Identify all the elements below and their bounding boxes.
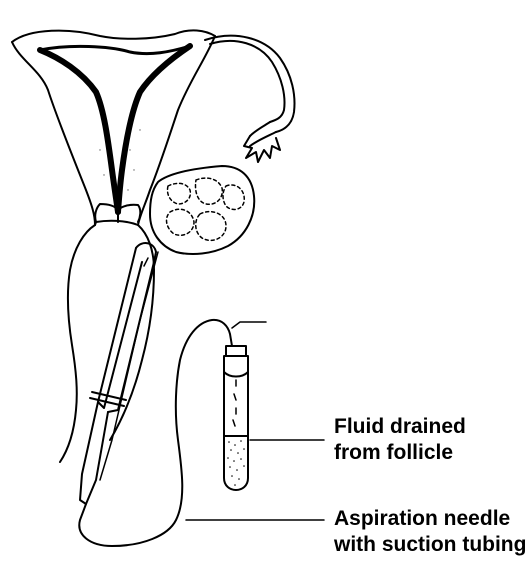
needle-label-line-1: Aspiration needle: [334, 506, 526, 532]
collection-tube: [224, 346, 248, 490]
fallopian-tube: [205, 36, 294, 162]
ovary: [150, 166, 254, 254]
fluid-label-line-1: Fluid drained: [334, 414, 466, 440]
aspiration-needle-label: Aspiration needle with suction tubing: [334, 506, 526, 558]
needle-label-line-2: with suction tubing: [334, 532, 526, 558]
ultrasound-probe: [80, 243, 156, 504]
vaginal-canal: [60, 225, 154, 462]
fluid-drained-label: Fluid drained from follicle: [334, 414, 466, 466]
fluid-label-line-2: from follicle: [334, 440, 466, 466]
